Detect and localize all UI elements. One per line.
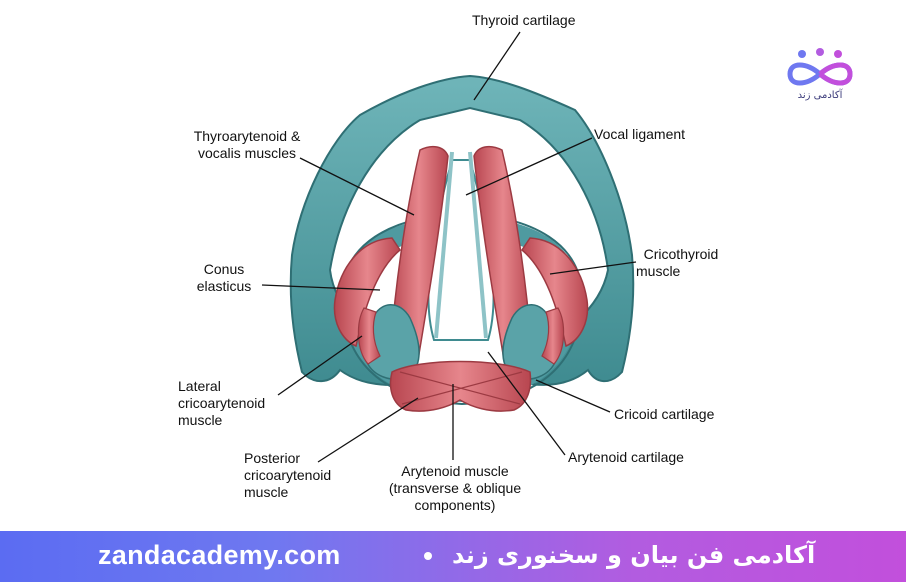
leader-vocal-ligament bbox=[465, 137, 593, 196]
label-posterior-line3: muscle bbox=[244, 484, 289, 500]
label-cricoid-cartilage: Cricoid cartilage bbox=[614, 406, 715, 422]
footer-separator-dot bbox=[424, 552, 432, 560]
label-cricothyroid-line1: Cricothyroid bbox=[643, 246, 719, 262]
vocal-ligament-left bbox=[434, 151, 454, 339]
leader-thyroid bbox=[473, 31, 521, 101]
label-conus-line1: Conus bbox=[203, 261, 245, 277]
label-arytenoid-muscle-line1: Arytenoid muscle bbox=[401, 463, 509, 479]
leader-thyroarytenoid bbox=[299, 157, 415, 216]
larynx-illustration bbox=[261, 31, 637, 463]
label-conus-line2: elasticus bbox=[196, 278, 252, 294]
people-infinity-logo-icon bbox=[787, 48, 853, 86]
leader-arytenoid-cartilage bbox=[487, 351, 566, 456]
leader-lines bbox=[261, 31, 637, 463]
label-thyroarytenoid: Thyroarytenoid & vocalis muscles bbox=[184, 128, 310, 162]
label-posterior-line2: cricoarytenoid bbox=[244, 467, 332, 483]
arytenoid-muscle-shape bbox=[389, 360, 532, 412]
label-vocal-ligament: Vocal ligament bbox=[594, 126, 686, 142]
label-lateral-line2: cricoarytenoid bbox=[178, 395, 266, 411]
footer-url[interactable]: zandacademy.com bbox=[98, 540, 341, 570]
footer-banner: zandacademy.com آکادمی فن بیان و سخنوری … bbox=[0, 531, 906, 582]
label-arytenoid-muscle-line2: (transverse & oblique bbox=[388, 480, 522, 496]
leader-conus bbox=[261, 284, 381, 291]
thyroid-cartilage-shape bbox=[289, 74, 635, 386]
zand-academy-logo: آکادمی زند bbox=[780, 46, 860, 116]
label-lateral-cricoarytenoid: Lateral cricoarytenoid muscle bbox=[178, 378, 265, 429]
label-cricothyroid-muscle: Cricothyroid muscle bbox=[636, 246, 726, 280]
label-posterior-cricoarytenoid: Posterior cricoarytenoid muscle bbox=[244, 450, 331, 501]
leader-cricoid bbox=[535, 379, 611, 413]
leader-cricothyroid bbox=[549, 261, 637, 275]
label-lateral-line1: Lateral bbox=[178, 378, 221, 394]
logo-text: آکادمی زند bbox=[797, 90, 843, 101]
footer-academy-name: آکادمی فن بیان و سخنوری زند bbox=[452, 541, 816, 569]
label-conus-elasticus: Conus elasticus bbox=[186, 261, 262, 295]
label-cricothyroid-line2: muscle bbox=[636, 263, 681, 279]
lateral-cricoarytenoid-right bbox=[541, 307, 565, 365]
cricothyroid-muscle-right bbox=[521, 237, 589, 348]
label-arytenoid-muscle-line3: components) bbox=[414, 497, 496, 513]
label-arytenoid-cartilage: Arytenoid cartilage bbox=[568, 449, 684, 465]
leader-posterior bbox=[317, 397, 419, 463]
label-lateral-line3: muscle bbox=[178, 412, 223, 428]
leader-lateral bbox=[277, 335, 363, 396]
lateral-cricoarytenoid-left bbox=[357, 307, 381, 365]
cricothyroid-muscle-left bbox=[333, 237, 401, 348]
label-thyroid-cartilage: Thyroid cartilage bbox=[472, 12, 576, 28]
label-posterior-line1: Posterior bbox=[244, 450, 301, 466]
vocal-ligament-right bbox=[468, 151, 488, 339]
arytenoid-muscle-oblique-2 bbox=[401, 371, 523, 405]
label-thyroarytenoid-line2: vocalis muscles bbox=[197, 145, 297, 161]
label-arytenoid-muscle: Arytenoid muscle (transverse & oblique c… bbox=[378, 463, 532, 514]
label-thyroarytenoid-line1: Thyroarytenoid & bbox=[193, 128, 301, 144]
